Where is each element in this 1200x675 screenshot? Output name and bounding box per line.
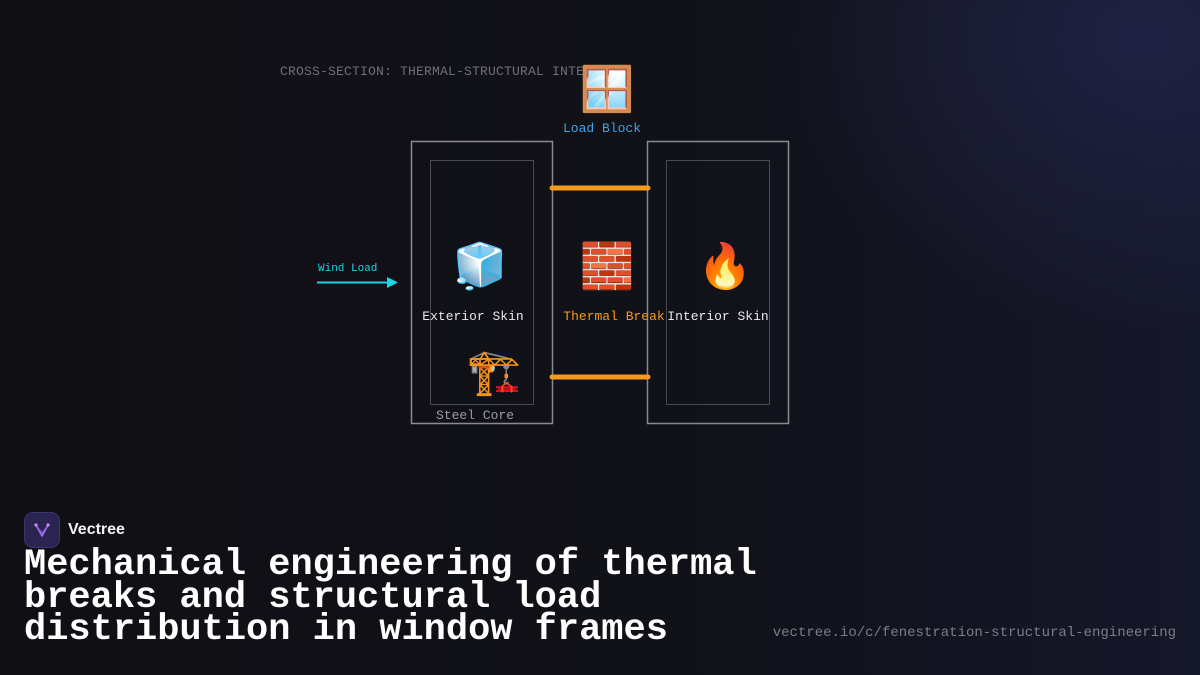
load-block-label: Load Block	[562, 121, 642, 136]
wind-arrow-head	[387, 277, 398, 288]
headline: Mechanical engineering of thermal breaks…	[24, 544, 757, 651]
vectree-logo-icon	[34, 523, 50, 537]
wind-load-label: Wind Load	[318, 263, 378, 275]
exterior-frame	[410, 140, 554, 425]
brand-name: Vectree	[68, 521, 125, 538]
thermal-break-label: Thermal Break	[563, 309, 665, 324]
interior-skin-label: Interior Skin	[667, 309, 769, 324]
fire-icon: 🔥	[697, 241, 753, 292]
ice-cube-icon: 🧊	[452, 241, 508, 292]
brick-icon: 🧱	[579, 241, 635, 292]
window-icon: 🪟	[579, 64, 635, 115]
page-url[interactable]: vectree.io/c/fenestration-structural-eng…	[772, 625, 1176, 641]
diagram-title: CROSS-SECTION: THERMAL-STRUCTURAL INTERF…	[280, 64, 625, 79]
interior-frame-inner	[666, 160, 770, 405]
interior-frame	[646, 140, 790, 425]
steel-core-label: Steel Core	[435, 408, 515, 423]
crane-icon: 🏗️	[466, 347, 522, 398]
exterior-skin-label: Exterior Skin	[422, 309, 524, 324]
brand: Vectree	[24, 512, 125, 548]
exterior-frame-inner	[430, 160, 534, 405]
brand-logo-icon	[24, 512, 60, 548]
